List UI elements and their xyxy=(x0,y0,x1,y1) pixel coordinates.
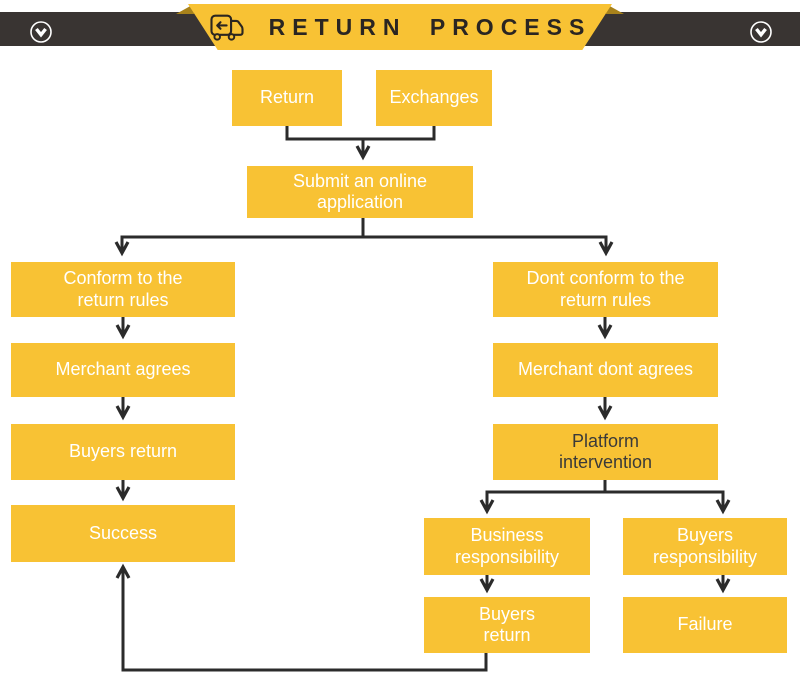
node-submit-application: Submit an online application xyxy=(247,166,473,218)
chevron-down-circle-icon[interactable] xyxy=(749,20,773,44)
chevron-down-circle-icon[interactable] xyxy=(29,20,53,44)
node-business-responsibility: Business responsibility xyxy=(424,518,590,575)
return-truck-icon xyxy=(209,12,245,43)
page-title: RETURN PROCESS xyxy=(268,13,592,40)
header-banner: RETURN PROCESS xyxy=(188,4,612,50)
node-buyers-return-2: Buyers return xyxy=(424,597,590,653)
node-success: Success xyxy=(11,505,235,562)
node-failure: Failure xyxy=(623,597,787,653)
node-merchant-dont-agrees: Merchant dont agrees xyxy=(493,343,718,397)
banner-fold-left xyxy=(176,4,194,14)
node-return: Return xyxy=(232,70,342,126)
node-platform-intervention: Platform intervention xyxy=(493,424,718,480)
node-exchanges: Exchanges xyxy=(376,70,492,126)
node-buyers-responsibility: Buyers responsibility xyxy=(623,518,787,575)
node-merchant-agrees: Merchant agrees xyxy=(11,343,235,397)
banner-fold-right xyxy=(606,4,624,14)
node-conform-to-rules: Conform to the return rules xyxy=(11,262,235,317)
node-dont-conform-to-rules: Dont conform to the return rules xyxy=(493,262,718,317)
node-buyers-return: Buyers return xyxy=(11,424,235,480)
